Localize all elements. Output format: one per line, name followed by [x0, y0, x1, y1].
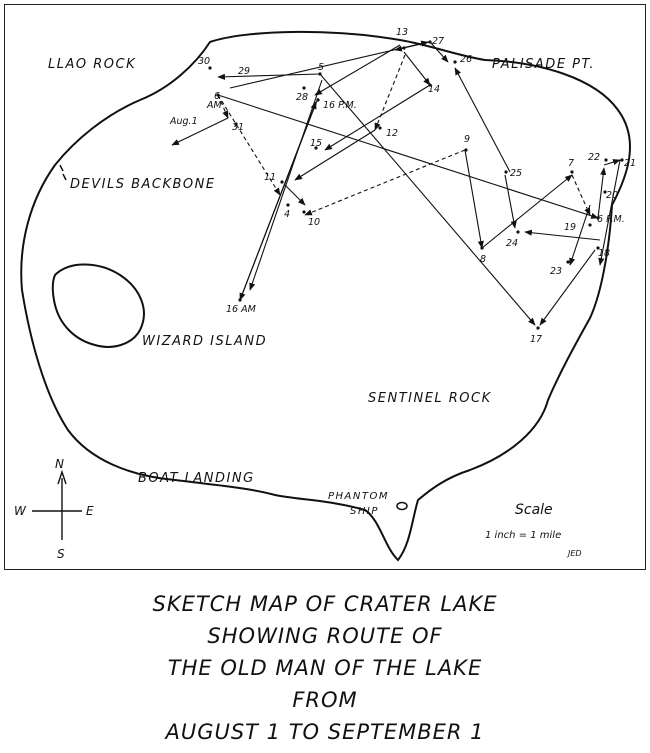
map-frame	[4, 4, 646, 570]
point-label: 30	[198, 56, 210, 67]
point-label: 5	[318, 62, 324, 73]
point-label: 31	[232, 122, 244, 133]
point-label: 28	[296, 92, 308, 103]
point-label: 29	[238, 66, 250, 77]
point-label: 18	[598, 248, 610, 259]
compass-s: S	[57, 547, 65, 561]
compass-w: W	[14, 504, 27, 518]
point-label: 26	[460, 54, 472, 65]
point-label: 27	[432, 36, 444, 47]
caption-line: AUGUST 1 TO SEPTEMBER 1	[165, 720, 485, 744]
sentinel-rock-label: SENTINEL ROCK	[368, 391, 492, 406]
point-label: 22	[588, 152, 600, 163]
llao-rock-label: LLAO ROCK	[48, 57, 136, 72]
map-caption: SKETCH MAP OF CRATER LAKE SHOWING ROUTE …	[0, 588, 650, 748]
point-label: 7	[568, 158, 574, 169]
point-label: 16 AM	[226, 304, 256, 315]
compass-rose: N S W E	[14, 457, 94, 561]
wizard-island	[51, 263, 145, 348]
point-label: 9	[464, 134, 470, 145]
devils-backbone-label: DEVILS BACKBONE	[70, 177, 216, 192]
point-label: 15	[310, 138, 322, 149]
point-label: 14	[428, 84, 440, 95]
point-label: 4	[284, 209, 290, 220]
point-label: AM	[206, 100, 222, 111]
point-label: 11	[264, 172, 276, 183]
point-label: 12	[386, 128, 398, 139]
point-label: 17	[530, 334, 542, 345]
caption-line: SHOWING ROUTE OF	[207, 624, 443, 648]
point-labels: 30 29 6 AM Aug.1 31 5 28 16 P.M. 13 27 2…	[169, 27, 636, 345]
caption-line: FROM	[292, 688, 358, 712]
scale-title: Scale	[515, 502, 553, 518]
point-label: 20	[606, 190, 618, 201]
point-label: 23	[550, 266, 562, 277]
phantom-label: PHANTOM	[328, 491, 389, 502]
palisade-pt-label: PALISADE PT.	[492, 57, 595, 72]
point-label: 24	[506, 238, 518, 249]
initials: JED	[566, 549, 582, 558]
point-label: 6 P.M.	[597, 214, 625, 225]
wizard-island-label: WIZARD ISLAND	[142, 334, 267, 349]
caption-line: SKETCH MAP OF CRATER LAKE	[152, 592, 498, 616]
point-label: 21	[624, 158, 636, 169]
point-label: Aug.1	[169, 116, 198, 127]
crater-lake-map: LLAO ROCK PALISADE PT. DEVILS BACKBONE W…	[14, 27, 636, 562]
lake-shoreline	[20, 30, 631, 562]
caption-line: THE OLD MAN OF THE LAKE	[167, 656, 483, 680]
compass-n: N	[55, 457, 64, 471]
point-label: 16 P.M.	[323, 100, 357, 111]
scale-value: 1 inch = 1 mile	[485, 530, 561, 541]
point-label: 13	[396, 27, 408, 38]
compass-e: E	[86, 504, 94, 518]
ship-label: SHIP	[350, 506, 379, 517]
point-label: 19	[564, 222, 576, 233]
point-label: 6	[214, 91, 220, 102]
point-label: 8	[480, 254, 486, 265]
point-label: 10	[308, 217, 320, 228]
phantom-ship-rock	[396, 501, 408, 511]
boat-landing-label: BOAT LANDING	[138, 471, 255, 486]
route-lines	[171, 40, 621, 326]
route-points	[208, 40, 624, 330]
point-label: 25	[510, 168, 522, 179]
devils-backbone-marks	[59, 164, 67, 181]
